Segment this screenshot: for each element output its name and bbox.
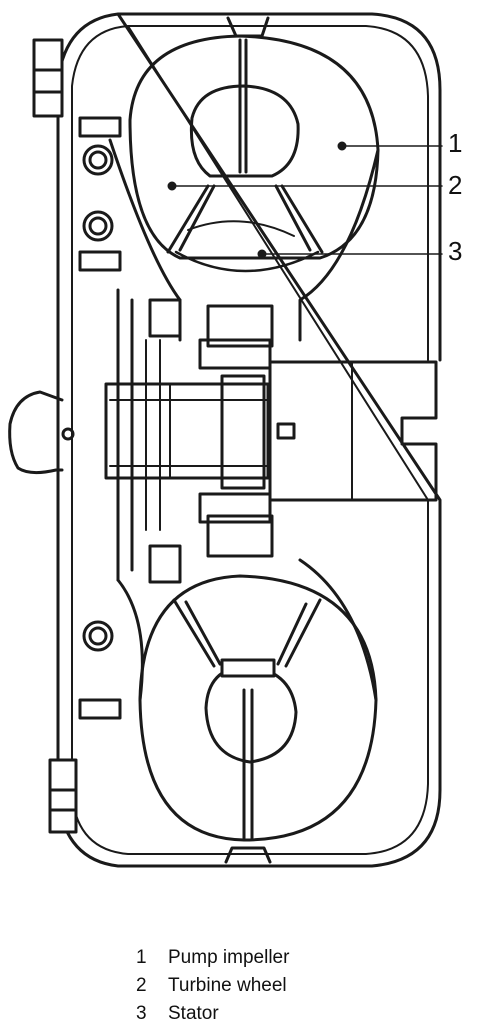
- pilot-boss: [8, 390, 64, 475]
- legend-number: 3: [136, 1003, 147, 1024]
- bolt-top-2: [82, 210, 114, 242]
- legend: 1 Pump impeller 2 Turbine wheel 3 Stator: [136, 944, 289, 1028]
- callout-3: 3: [448, 236, 463, 266]
- hub-block-top: [206, 304, 274, 348]
- callout-1: 1: [448, 128, 463, 158]
- hub-block-bottom: [206, 514, 274, 558]
- callout-2: 2: [448, 170, 463, 200]
- input-shaft: [104, 382, 270, 480]
- legend-item: 2 Turbine wheel: [136, 972, 289, 1000]
- turbine-core-top: [189, 84, 300, 178]
- outer-housing: [56, 12, 442, 868]
- lug-bottom: [48, 758, 78, 834]
- legend-label: Stator: [168, 1003, 219, 1024]
- output-shaft: [268, 360, 438, 502]
- legend-item: 1 Pump impeller: [136, 944, 289, 972]
- pump-impeller-top: [128, 34, 380, 260]
- inner-housing: [71, 25, 429, 855]
- bolt-top-1: [82, 144, 114, 176]
- stator-bottom: [172, 598, 322, 668]
- legend-number: 2: [136, 975, 147, 996]
- lug-top: [32, 38, 64, 118]
- legend-label: Pump impeller: [168, 947, 290, 968]
- legend-number: 1: [136, 947, 147, 968]
- pump-impeller-bottom: [138, 574, 378, 842]
- legend-label: Turbine wheel: [168, 975, 287, 996]
- legend-item: 3 Stator: [136, 1000, 289, 1028]
- stator-top: [166, 184, 324, 254]
- bolt-bottom-1: [82, 620, 114, 652]
- torque-converter-cross-section: [8, 12, 443, 868]
